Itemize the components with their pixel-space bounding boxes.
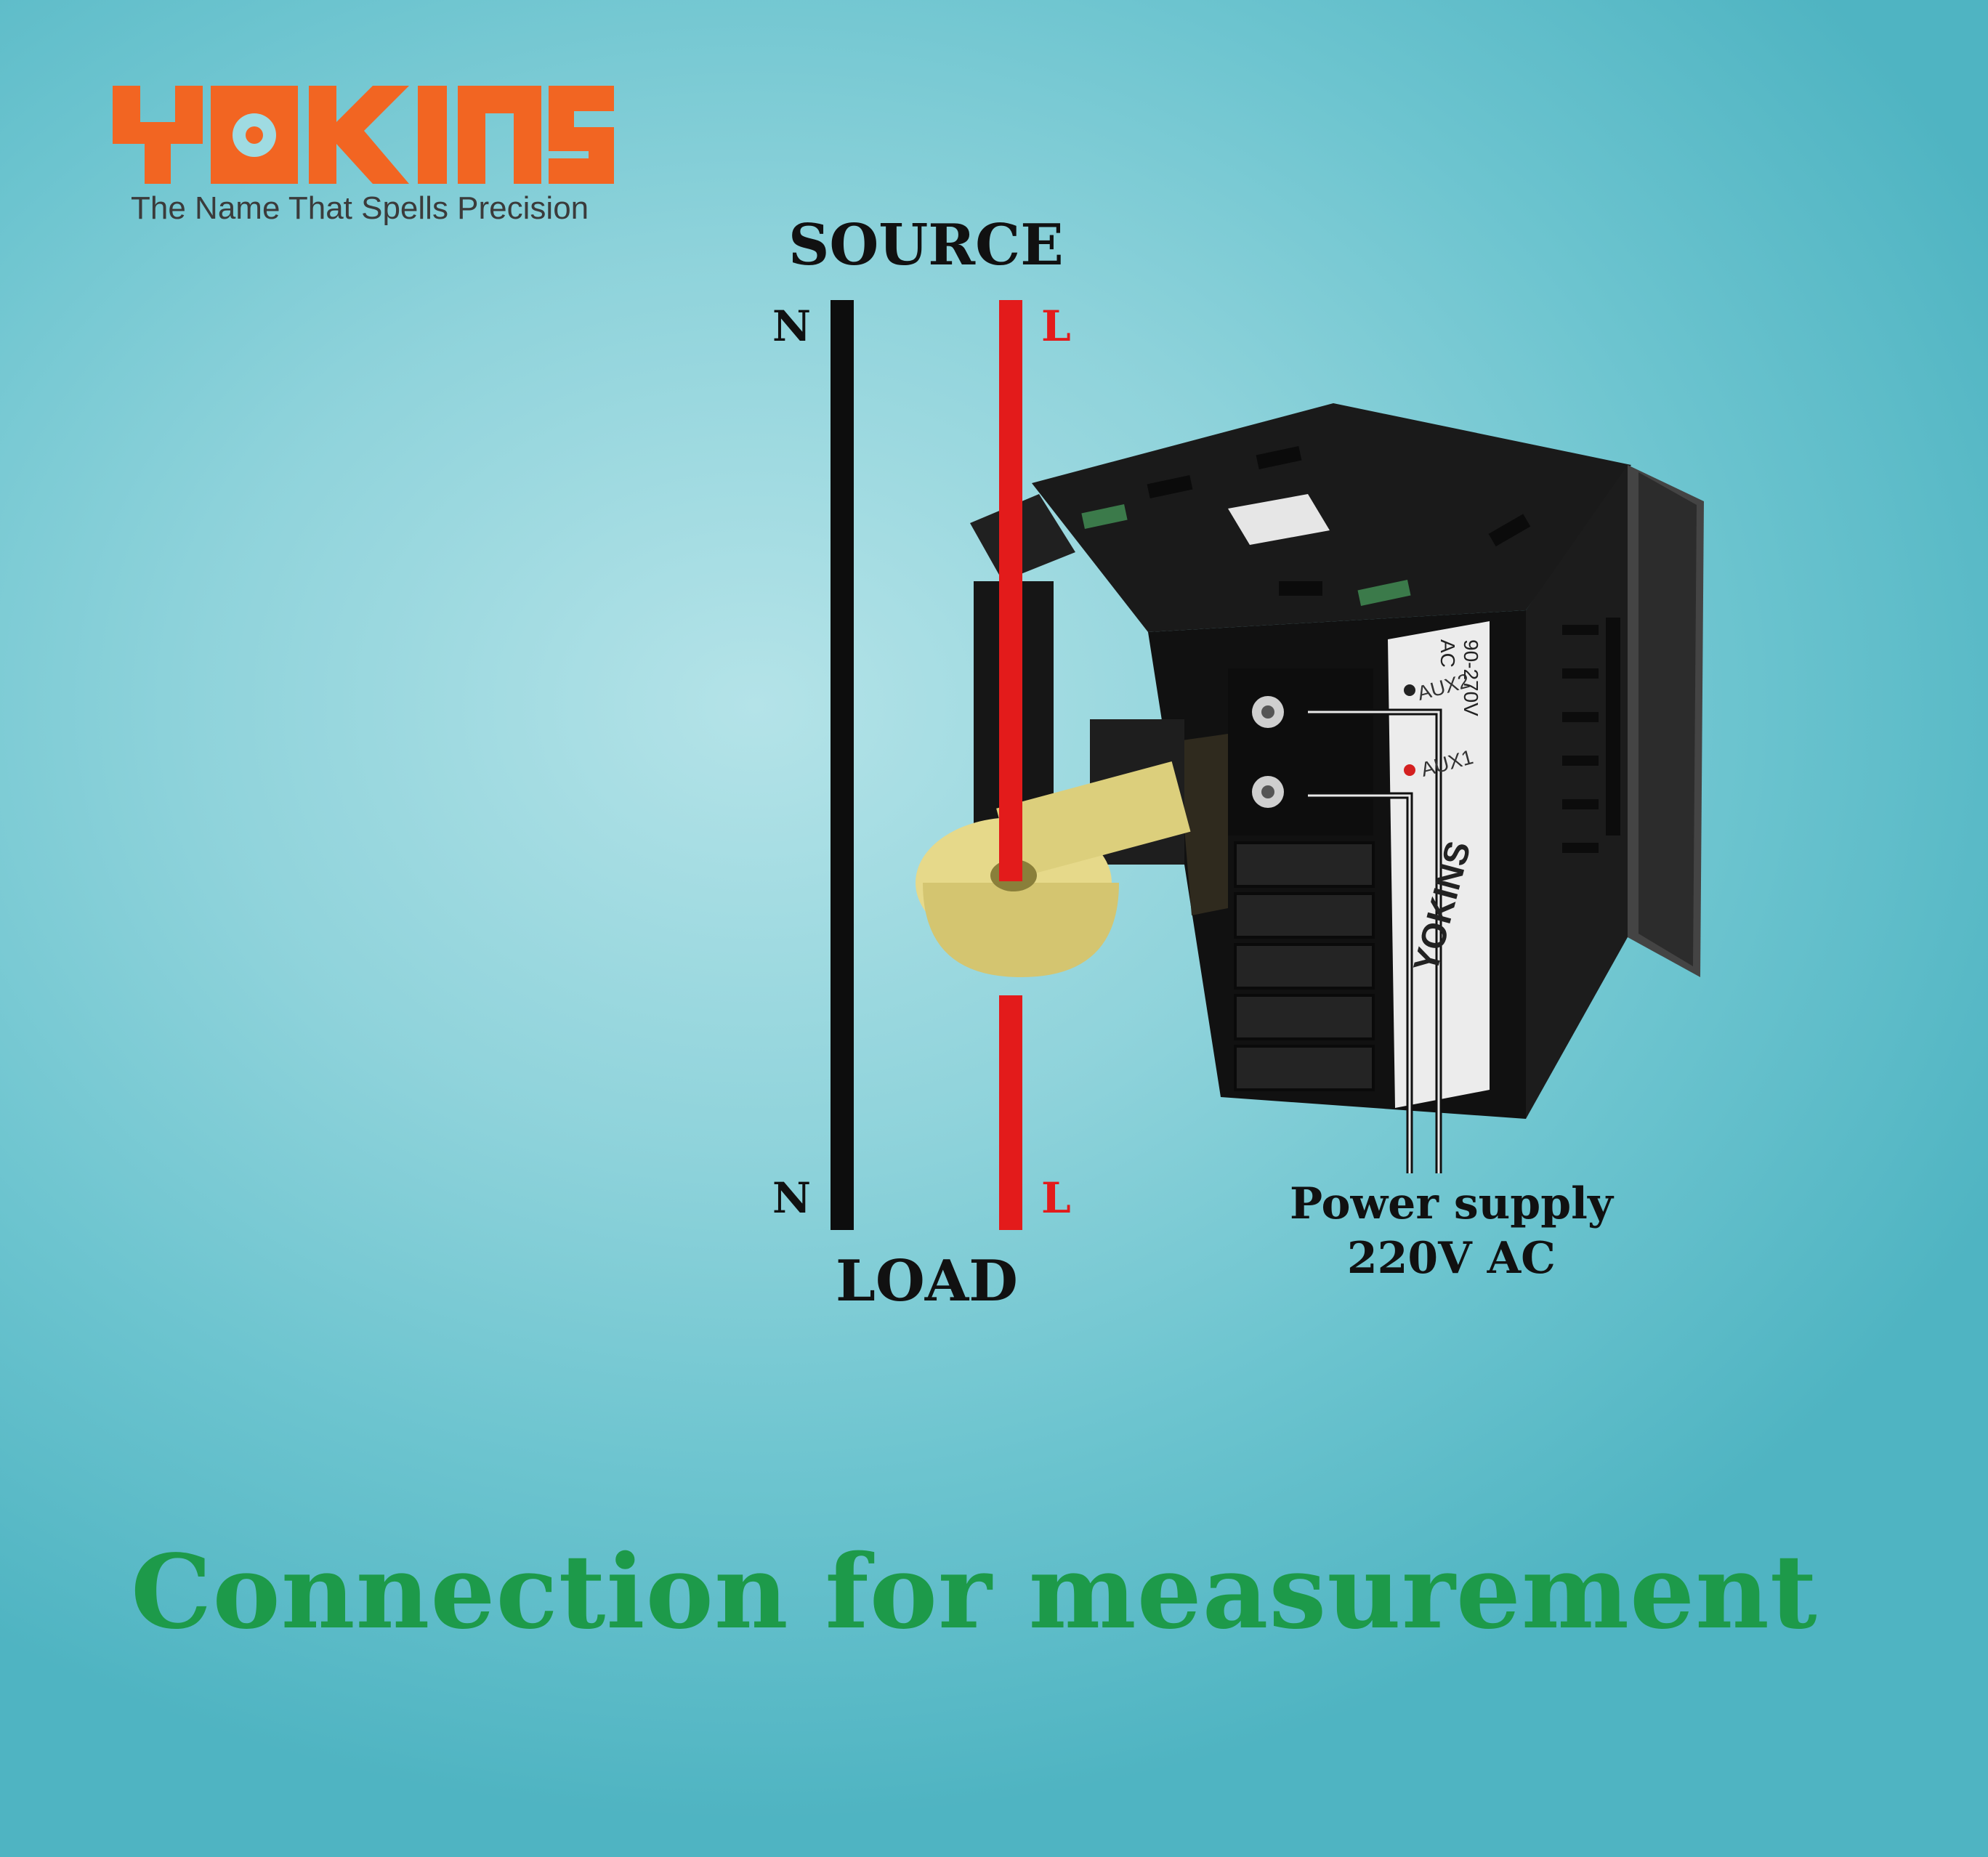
neutral-source-label: N [772,302,812,351]
line-source-label: L [1041,302,1071,351]
source-label: SOURCE [788,212,1064,278]
power-supply-voltage: 220V AC [1346,1233,1556,1284]
yokins-logo [113,86,614,184]
energy-meter-device [970,403,1704,1119]
voltage-range-label: 90-270V AC [1436,639,1482,716]
brand-tagline: The Name That Spells Precision [131,190,589,226]
line-wire-source-segment [999,300,1022,881]
line-wire-load-segment [999,995,1022,1230]
voltage-range-value: 90-270V [1460,639,1482,716]
page-title: Connection for measurement [131,1533,1818,1652]
neutral-wire [831,300,854,1230]
power-supply-text: Power supply [1290,1178,1613,1229]
line-load-label: L [1041,1173,1071,1223]
load-label: LOAD [836,1248,1018,1314]
current-transformer [916,761,1191,977]
voltage-type: AC [1437,639,1459,668]
power-supply-label: Power supply 220V AC [1290,1177,1613,1286]
neutral-load-label: N [772,1173,812,1223]
